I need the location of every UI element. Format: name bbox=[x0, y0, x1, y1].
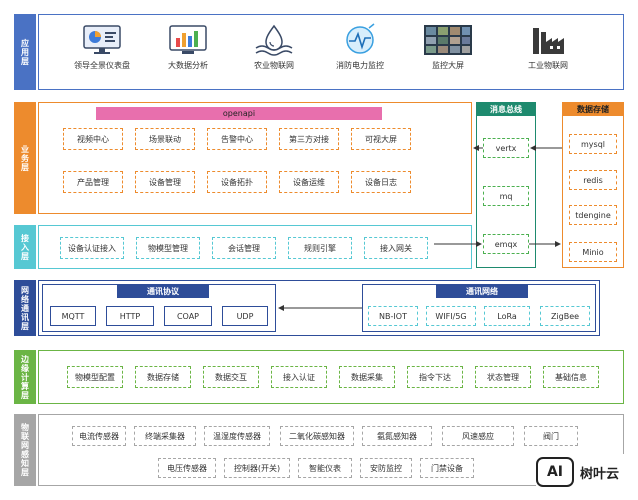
network-layer-label: 网络通讯层 bbox=[14, 280, 36, 336]
protocol-item-udp[interactable]: UDP bbox=[222, 306, 268, 326]
app-layer-panel bbox=[38, 14, 624, 90]
net-item-wifi5g[interactable]: WIFI/5G bbox=[426, 306, 476, 326]
edge-item[interactable]: 接入认证 bbox=[271, 366, 327, 388]
openapi-bar[interactable]: openapi bbox=[96, 107, 382, 120]
business-item[interactable]: 设备运维 bbox=[279, 171, 339, 193]
business-item[interactable]: 设备日志 bbox=[351, 171, 411, 193]
storage-item-tdengine[interactable]: tdengine bbox=[569, 205, 617, 225]
edge-item[interactable]: 状态管理 bbox=[475, 366, 531, 388]
business-item[interactable]: 产品管理 bbox=[63, 171, 123, 193]
protocol-group-title: 通讯协议 bbox=[117, 284, 209, 298]
edge-item[interactable]: 数据交互 bbox=[203, 366, 259, 388]
business-item[interactable]: 告警中心 bbox=[207, 128, 267, 150]
edge-item[interactable]: 数据存储 bbox=[135, 366, 191, 388]
app-item-label: 监控大屏 bbox=[432, 61, 464, 70]
edge-item[interactable]: 物模型配置 bbox=[67, 366, 123, 388]
app-item-agriculture[interactable]: 农业物联网 bbox=[234, 24, 314, 71]
sensor-item[interactable]: 风速感应 bbox=[442, 426, 514, 446]
perception-layer-label: 物联网感知层 bbox=[14, 414, 36, 486]
app-item-label: 工业物联网 bbox=[528, 61, 568, 70]
sensor-item[interactable]: 温湿度传感器 bbox=[204, 426, 270, 446]
business-item[interactable]: 可视大屏 bbox=[351, 128, 411, 150]
storage-item-mysql[interactable]: mysql bbox=[569, 134, 617, 154]
edge-item[interactable]: 数据采集 bbox=[339, 366, 395, 388]
edge-item[interactable]: 指令下达 bbox=[407, 366, 463, 388]
business-item[interactable]: 视频中心 bbox=[63, 128, 123, 150]
storage-item-redis[interactable]: redis bbox=[569, 170, 617, 190]
sensor-item[interactable]: 电压传感器 bbox=[158, 458, 216, 478]
bar-chart-icon bbox=[169, 25, 207, 54]
sensor-item[interactable]: 电流传感器 bbox=[72, 426, 126, 446]
business-item[interactable]: 场景联动 bbox=[135, 128, 195, 150]
edge-layer-label: 边缘计算层 bbox=[14, 350, 36, 404]
sensor-item[interactable]: 氨氮感知器 bbox=[362, 426, 432, 446]
app-item-factory[interactable]: 工业物联网 bbox=[508, 24, 588, 71]
sensor-item[interactable]: 终端采集器 bbox=[134, 426, 196, 446]
bus-item-emqx[interactable]: emqx bbox=[483, 234, 529, 254]
storage-title: 数据存储 bbox=[562, 102, 624, 116]
network-layer-panel bbox=[38, 280, 600, 336]
access-item[interactable]: 设备认证接入 bbox=[60, 237, 124, 259]
sensor-item[interactable]: 安防监控 bbox=[360, 458, 412, 478]
watermark-badge: AI bbox=[536, 457, 574, 487]
app-item-label: 领导全景仪表盘 bbox=[74, 61, 130, 70]
access-layer-panel bbox=[38, 225, 472, 269]
business-item[interactable]: 设备拓扑 bbox=[207, 171, 267, 193]
agriculture-icon bbox=[255, 24, 293, 56]
app-item-fire-monitor[interactable]: 消防电力监控 bbox=[320, 23, 400, 71]
sensor-item[interactable]: 控制器(开关) bbox=[224, 458, 290, 478]
business-layer-panel bbox=[38, 102, 472, 214]
net-item-lora[interactable]: LoRa bbox=[484, 306, 530, 326]
edge-layer-panel bbox=[38, 350, 624, 404]
dashboard-icon bbox=[83, 25, 121, 54]
app-item-label: 大数据分析 bbox=[168, 61, 208, 70]
bus-item-vertx[interactable]: vertx bbox=[483, 138, 529, 158]
watermark-text: 树叶云 bbox=[580, 466, 620, 482]
access-item[interactable]: 规则引擎 bbox=[288, 237, 352, 259]
watermark-logo: AI 树叶云 bbox=[536, 454, 632, 490]
business-item[interactable]: 设备管理 bbox=[135, 171, 195, 193]
net-group-title: 通讯网络 bbox=[436, 284, 528, 298]
business-layer-label: 业务层 bbox=[14, 102, 36, 214]
app-item-video-wall[interactable]: 监控大屏 bbox=[408, 24, 488, 71]
bus-item-mq[interactable]: mq bbox=[483, 186, 529, 206]
perception-layer-panel bbox=[38, 414, 624, 486]
sensor-item[interactable]: 智能仪表 bbox=[298, 458, 352, 478]
app-item-dashboard[interactable]: 领导全景仪表盘 bbox=[62, 24, 142, 71]
video-wall-icon bbox=[424, 25, 472, 55]
sensor-item[interactable]: 阀门 bbox=[524, 426, 578, 446]
fire-monitor-icon bbox=[346, 23, 375, 54]
protocol-item-mqtt[interactable]: MQTT bbox=[50, 306, 96, 326]
factory-icon bbox=[533, 28, 564, 54]
access-layer-label: 接入层 bbox=[14, 225, 36, 269]
net-item-nbiot[interactable]: NB-IOT bbox=[368, 306, 418, 326]
app-item-label: 农业物联网 bbox=[254, 61, 294, 70]
access-item[interactable]: 会话管理 bbox=[212, 237, 276, 259]
app-item-label: 消防电力监控 bbox=[336, 61, 384, 70]
protocol-item-coap[interactable]: COAP bbox=[164, 306, 212, 326]
protocol-item-http[interactable]: HTTP bbox=[106, 306, 154, 326]
sensor-item[interactable]: 二氧化碳感知器 bbox=[280, 426, 354, 446]
storage-item-minio[interactable]: Minio bbox=[569, 242, 617, 262]
net-item-zigbee[interactable]: ZigBee bbox=[540, 306, 590, 326]
business-item[interactable]: 第三方对接 bbox=[279, 128, 339, 150]
message-bus-title: 消息总线 bbox=[476, 102, 536, 116]
app-layer-label: 应用层 bbox=[14, 14, 36, 90]
edge-item[interactable]: 基础信息 bbox=[543, 366, 599, 388]
access-item[interactable]: 物模型管理 bbox=[136, 237, 200, 259]
app-item-bigdata[interactable]: 大数据分析 bbox=[148, 24, 228, 71]
sensor-item[interactable]: 门禁设备 bbox=[420, 458, 474, 478]
access-item[interactable]: 接入网关 bbox=[364, 237, 428, 259]
